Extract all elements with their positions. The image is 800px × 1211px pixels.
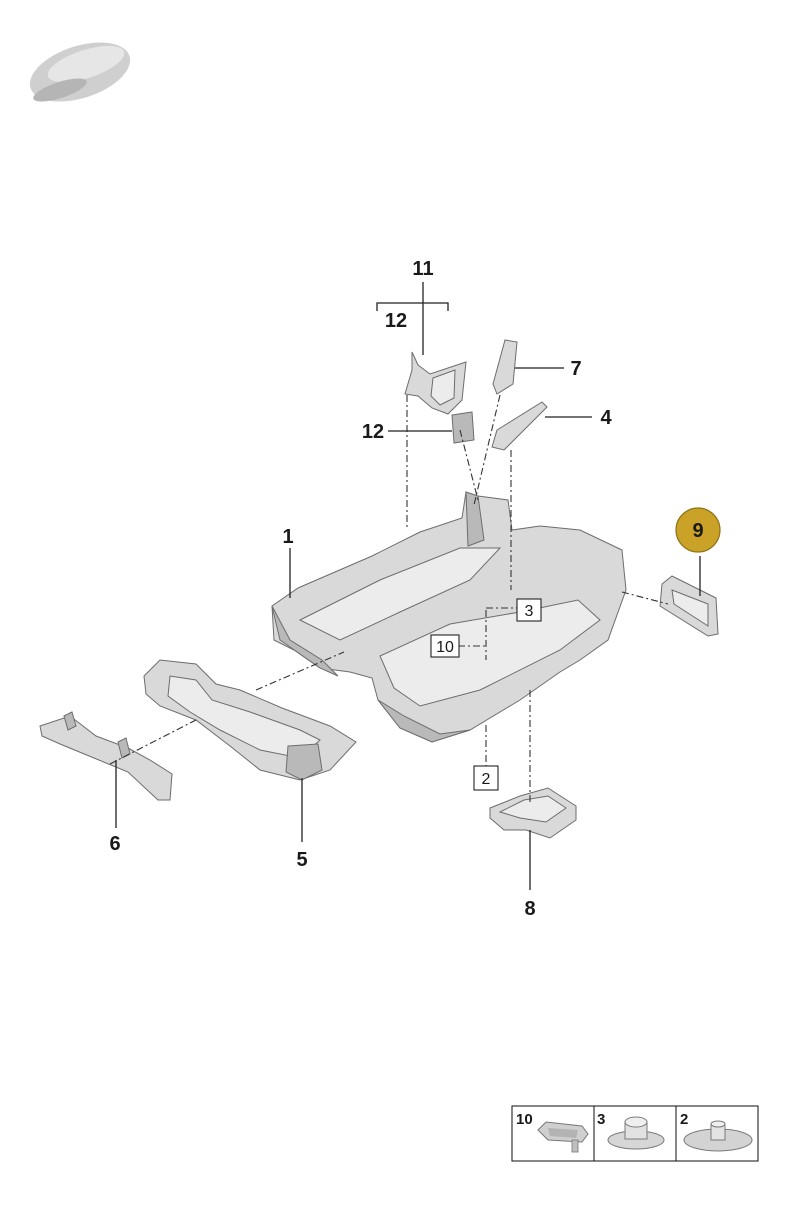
callout-6: 6 bbox=[109, 833, 120, 855]
callout-12-top: 12 bbox=[385, 310, 407, 332]
callout-10-box: 10 bbox=[430, 634, 460, 658]
callout-5: 5 bbox=[296, 849, 307, 871]
callout-12-side: 12 bbox=[362, 421, 384, 443]
callout-11: 11 bbox=[412, 258, 433, 280]
fastener-icon bbox=[683, 1120, 753, 1152]
part-12-pad bbox=[451, 411, 475, 444]
callout-4: 4 bbox=[600, 407, 612, 429]
part-4-strip bbox=[491, 401, 548, 451]
part-6-rail bbox=[39, 711, 173, 801]
clip-icon bbox=[607, 1116, 665, 1150]
callout-2-box: 2 bbox=[473, 765, 499, 791]
assembly-line bbox=[109, 719, 197, 765]
callout-1: 1 bbox=[282, 526, 293, 548]
callout-7: 7 bbox=[570, 358, 581, 380]
part-8-plate bbox=[489, 787, 577, 839]
legend-table: 10 3 2 bbox=[511, 1105, 759, 1162]
callout-10: 10 bbox=[436, 639, 454, 656]
callout-3: 3 bbox=[525, 603, 534, 620]
callout-9-highlight[interactable]: 9 bbox=[675, 507, 721, 553]
callout-9: 9 bbox=[692, 520, 703, 542]
assembly-line bbox=[473, 394, 501, 506]
assembly-line bbox=[459, 429, 479, 501]
legend-number: 10 bbox=[516, 1111, 533, 1128]
plug-cap-icon bbox=[537, 1121, 589, 1153]
callout-8: 8 bbox=[524, 898, 535, 920]
car-thumbnail bbox=[29, 42, 131, 102]
legend-number: 2 bbox=[680, 1111, 688, 1128]
part-5-tunnel bbox=[143, 659, 357, 781]
part-1-main-carpet bbox=[271, 491, 627, 743]
callout-2: 2 bbox=[482, 771, 491, 788]
part-11-bracket bbox=[404, 351, 467, 415]
part-7-strip bbox=[492, 339, 518, 395]
assembly-line bbox=[255, 651, 345, 691]
callout-3-box: 3 bbox=[516, 598, 542, 622]
legend-number: 3 bbox=[597, 1111, 605, 1128]
part-9-panel bbox=[659, 575, 719, 637]
